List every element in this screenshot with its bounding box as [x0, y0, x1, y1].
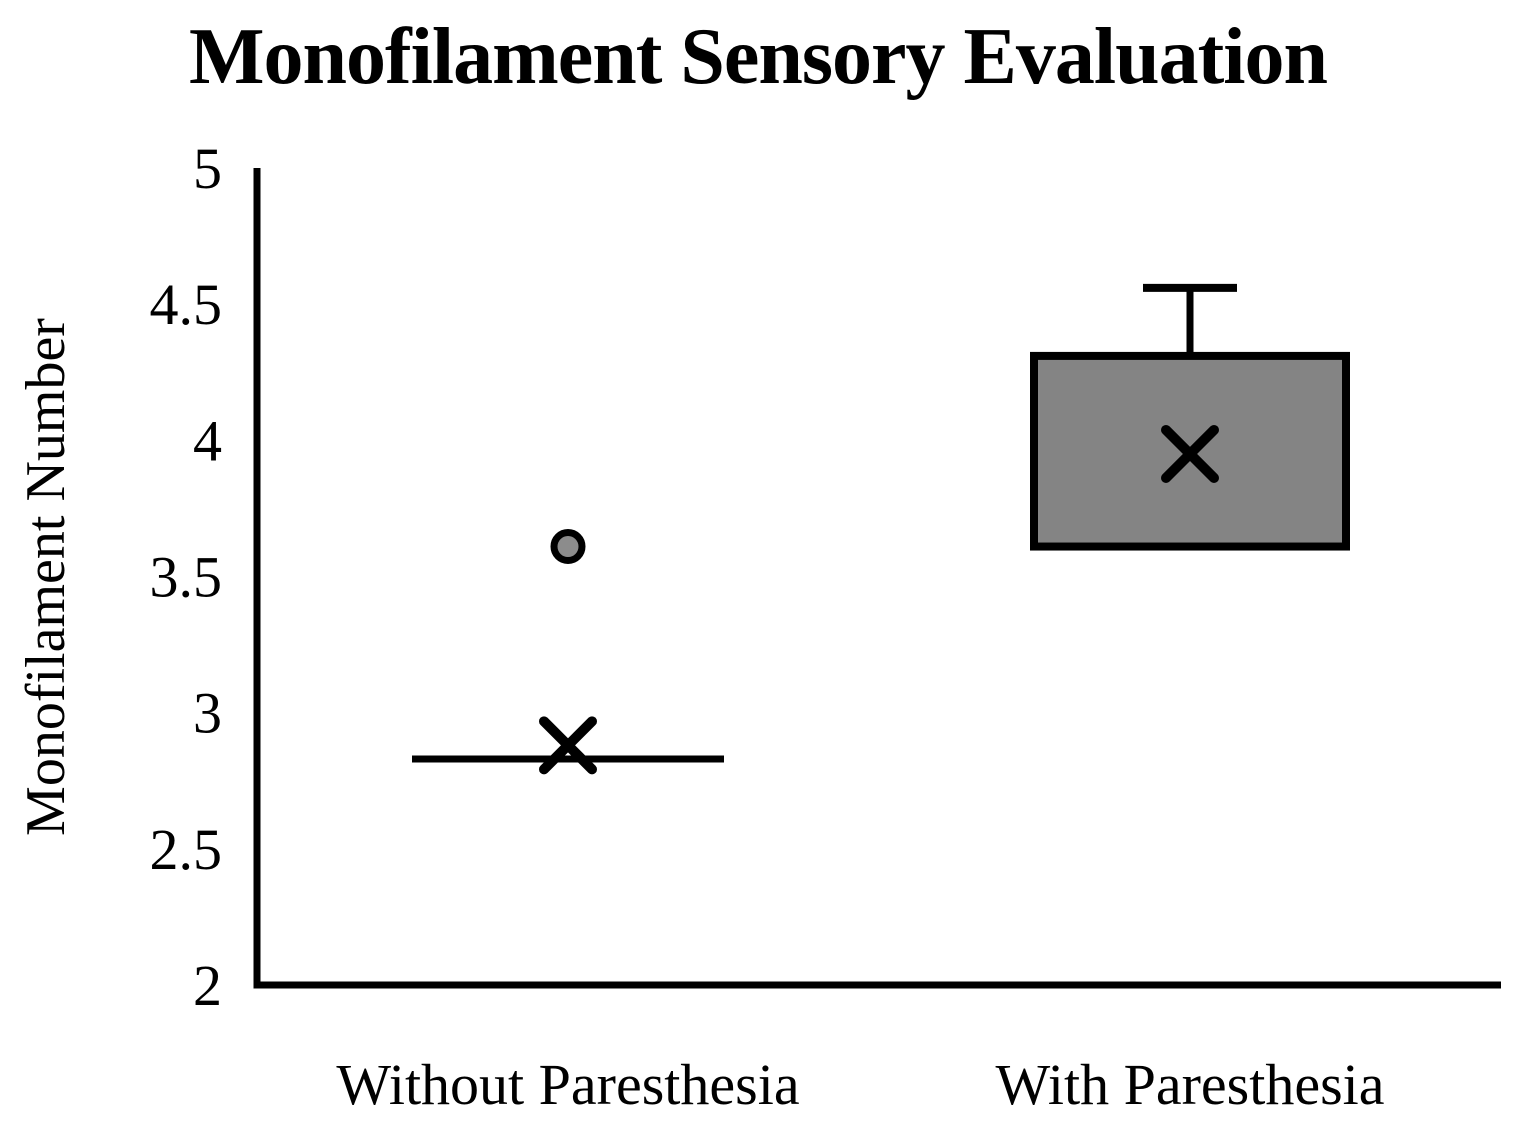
y-tick-label: 3.5: [150, 545, 223, 610]
x-category-label: Without Paresthesia: [336, 1052, 799, 1117]
mean-marker: [1161, 424, 1219, 483]
y-tick-label: 3: [193, 681, 222, 746]
y-tick-label: 2.5: [150, 817, 223, 882]
chart-title: Monofilament Sensory Evaluation: [189, 13, 1328, 101]
y-tick-label: 2: [193, 953, 222, 1018]
axis-lines: [253, 168, 1501, 989]
mean-marker: [539, 716, 597, 775]
y-tick-label: 4.5: [150, 272, 223, 337]
outlier-point: [550, 529, 586, 565]
y-tick-label: 5: [193, 136, 222, 201]
y-tick-label: 4: [193, 408, 222, 473]
x-category-label: With Paresthesia: [995, 1052, 1384, 1117]
